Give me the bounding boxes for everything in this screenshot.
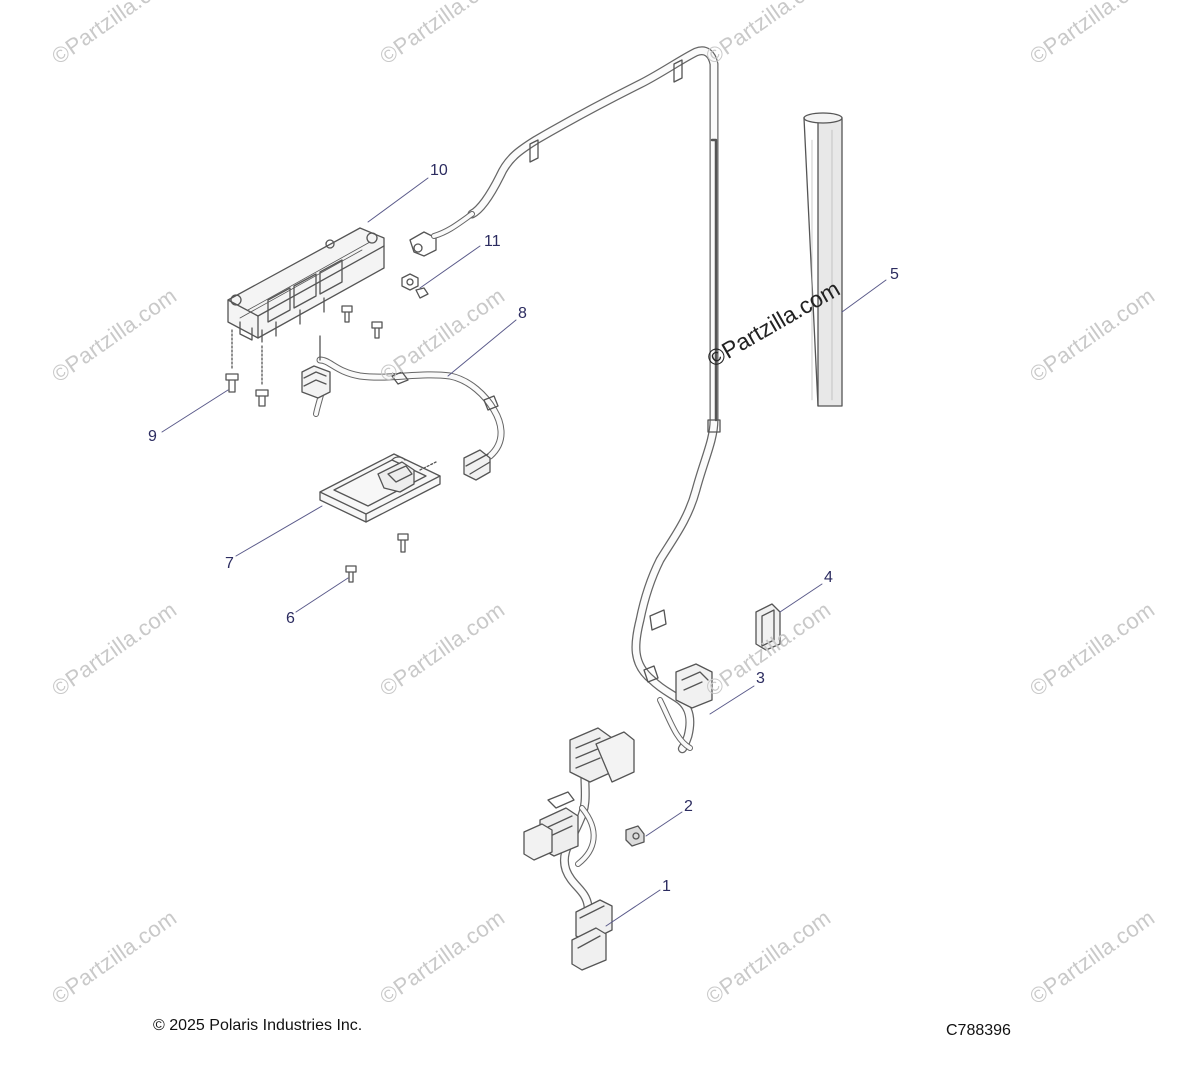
callout-9: 9 <box>148 428 157 445</box>
diagram-code: C788396 <box>946 1022 1011 1039</box>
callout-11: 11 <box>484 233 501 250</box>
copyright-text: © 2025 Polaris Industries Inc. <box>153 1017 363 1034</box>
screws-part-9 <box>225 305 383 407</box>
callout-2: 2 <box>684 798 693 815</box>
bracket-part-10 <box>227 227 385 343</box>
callout-7: 7 <box>225 555 234 572</box>
module-part-7 <box>319 453 441 523</box>
sleeve-part-5 <box>803 112 843 407</box>
screws-part-6 <box>345 533 409 583</box>
callout-5: 5 <box>890 266 899 283</box>
leader-lines <box>161 177 887 927</box>
callout-3: 3 <box>756 670 765 687</box>
harness-part-8 <box>301 335 505 481</box>
callout-10: 10 <box>430 162 448 179</box>
clip-part-4 <box>755 603 781 651</box>
callout-6: 6 <box>286 610 295 627</box>
nut-part-11 <box>401 231 437 299</box>
callout-8: 8 <box>518 305 527 322</box>
main-harness <box>431 46 721 754</box>
callout-1: 1 <box>662 878 671 895</box>
callout-4: 4 <box>824 569 833 586</box>
sensor-part-2 <box>625 825 645 847</box>
harness-part-1 <box>523 727 635 971</box>
